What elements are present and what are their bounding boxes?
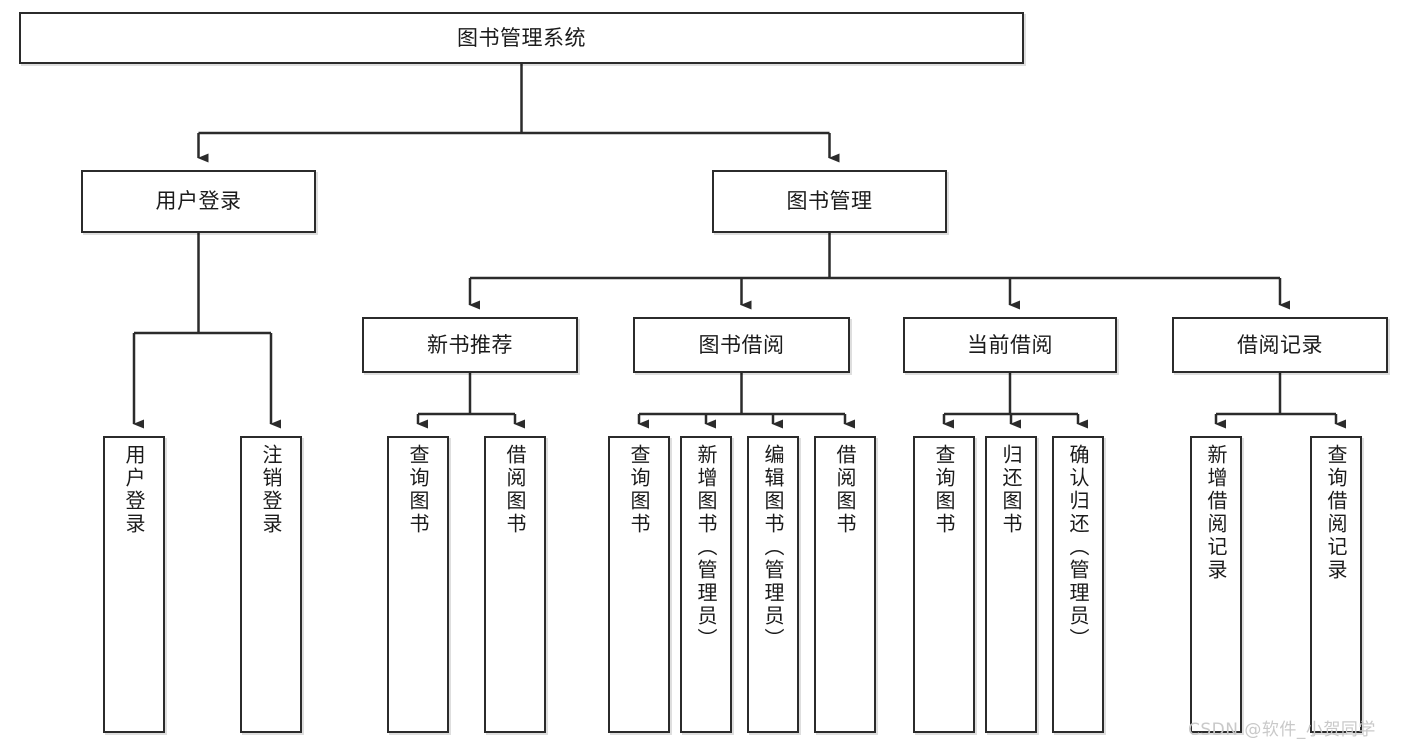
level2-label: 图书管理 [786,189,873,214]
leaves-label: 确认归还（管理员） [1066,444,1090,651]
level2-box[interactable]: 用户登录 [81,170,316,233]
edges [132,64,1346,429]
leaves-box[interactable]: 查询图书 [608,436,670,733]
level3-label: 当前借阅 [967,332,1053,357]
leaves-label: 借阅图书 [503,444,527,536]
leaves-box[interactable]: 借阅图书 [814,436,876,733]
root-label: 图书管理系统 [457,25,586,50]
level3-label: 借阅记录 [1237,332,1323,357]
leaves-label: 新增图书（管理员） [694,444,718,651]
level2-box[interactable]: 图书管理 [712,170,947,233]
level3-box[interactable]: 借阅记录 [1172,317,1388,373]
leaves-box[interactable]: 查询图书 [387,436,449,733]
level3-box[interactable]: 图书借阅 [633,317,850,373]
leaves-box[interactable]: 借阅图书 [484,436,546,733]
level3-label: 新书推荐 [427,332,513,357]
level3-label: 图书借阅 [698,332,785,357]
leaves-box[interactable]: 新增图书（管理员） [680,436,732,733]
leaves-box[interactable]: 用户登录 [103,436,165,733]
leaves-label: 查询借阅记录 [1324,444,1348,582]
leaves-label: 查询图书 [932,444,956,536]
leaves-label: 归还图书 [999,444,1023,536]
leaves-box[interactable]: 查询图书 [913,436,975,733]
leaves-label: 编辑图书（管理员） [761,444,785,651]
leaves-label: 查询图书 [627,444,651,536]
leaves-box[interactable]: 编辑图书（管理员） [747,436,799,733]
root-box[interactable]: 图书管理系统 [19,12,1024,64]
leaves-box[interactable]: 归还图书 [985,436,1037,733]
leaves-box[interactable]: 新增借阅记录 [1190,436,1242,733]
leaves-box[interactable]: 确认归还（管理员） [1052,436,1104,733]
leaves-box[interactable]: 注销登录 [240,436,302,733]
leaves-label: 查询图书 [406,444,430,536]
leaves-label: 用户登录 [122,444,146,536]
level3-box[interactable]: 当前借阅 [903,317,1117,373]
leaves-label: 借阅图书 [833,444,857,536]
leaves-label: 新增借阅记录 [1204,444,1228,582]
leaves-box[interactable]: 查询借阅记录 [1310,436,1362,733]
level3-box[interactable]: 新书推荐 [362,317,578,373]
watermark-text: CSDN @软件_小贺同学 [1188,720,1376,740]
leaves-label: 注销登录 [259,444,283,536]
level2-label: 用户登录 [155,189,242,214]
